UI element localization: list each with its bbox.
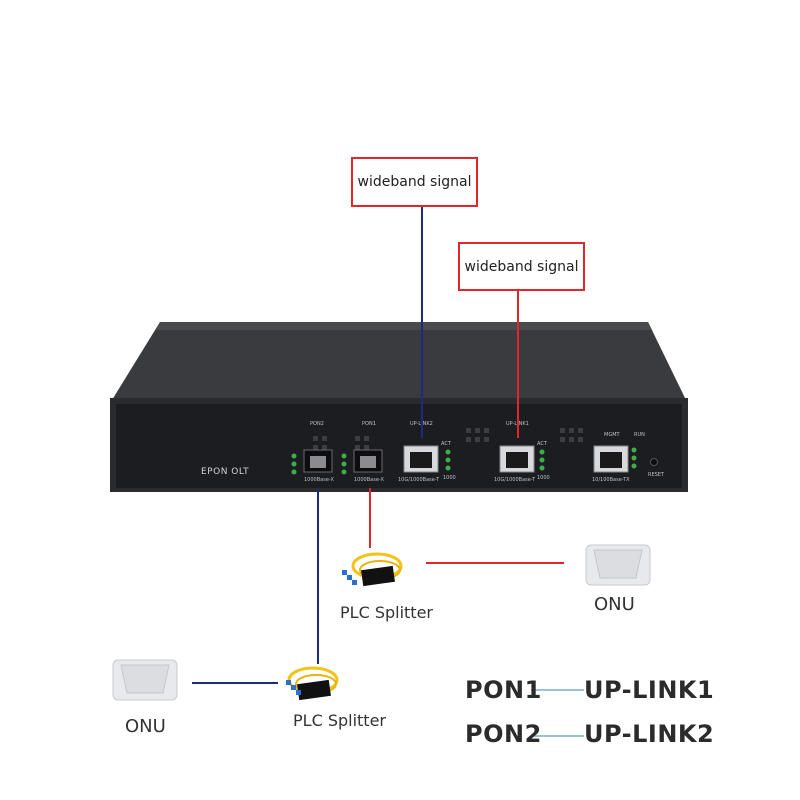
onu-device-right <box>585 544 651 586</box>
label-act-a: ACT <box>441 441 452 447</box>
label-act-b: ACT <box>537 441 548 447</box>
rj45-jack-mgmt <box>600 452 622 468</box>
label-pon1: PON1 <box>362 421 376 427</box>
onu-caption-right: ONU <box>594 594 635 615</box>
label-pon2: PON2 <box>310 421 324 427</box>
label-sfp-b: 1000Base-X <box>354 477 384 483</box>
legend-pon2: PON2 <box>465 720 542 748</box>
onu-device-left <box>112 659 178 701</box>
legend-uplink2: UP-LINK2 <box>584 720 715 748</box>
device-brand-label: EPON OLT <box>201 467 249 477</box>
splitter-box-left <box>297 679 331 701</box>
rj45-jack-uplink2 <box>410 452 432 468</box>
callout-text-upper: wideband signal <box>357 174 472 190</box>
label-mgmt: MGMT <box>604 432 621 438</box>
label-port-mgmt: 10/100Base-TX <box>592 477 630 483</box>
olt-top-cover <box>112 322 686 400</box>
vent-dots <box>313 428 583 450</box>
legend-uplink1: UP-LINK1 <box>584 676 715 704</box>
plc-splitter-left <box>286 666 339 701</box>
label-port-a: 10G/1000Base-T <box>398 477 440 483</box>
olt-front-panel <box>116 404 682 488</box>
callout-text-lower: wideband signal <box>464 258 579 275</box>
label-sfp-a: 1000Base-X <box>304 477 334 483</box>
sfp-module-pon1 <box>360 456 376 468</box>
label-reset: RESET <box>648 472 665 478</box>
plc-splitter-caption-left: PLC Splitter <box>293 711 386 730</box>
reset-button-icon <box>650 458 658 466</box>
onu-caption-left: ONU <box>125 716 166 737</box>
rj45-jack-uplink1 <box>506 452 528 468</box>
olt-top-edge <box>156 322 652 330</box>
olt-device: PON2 PON1 UP-LINK2 UP-LINK1 MGMT RUN RES… <box>110 322 688 492</box>
label-port-b: 10G/1000Base-T <box>494 477 536 483</box>
plc-splitter-right <box>342 552 403 587</box>
label-speed-b: 1000 <box>537 475 550 481</box>
status-leds <box>291 447 637 475</box>
sfp-module-pon2 <box>310 456 326 468</box>
wideband-signal-callout-lower: wideband signal <box>458 242 585 291</box>
splitter-box-right <box>361 565 395 587</box>
wideband-signal-callout-upper: wideband signal <box>351 157 478 207</box>
plc-splitter-caption-right: PLC Splitter <box>340 603 433 622</box>
label-run: RUN <box>634 432 645 438</box>
label-speed-a: 1000 <box>443 475 456 481</box>
legend-pon1: PON1 <box>465 676 542 704</box>
